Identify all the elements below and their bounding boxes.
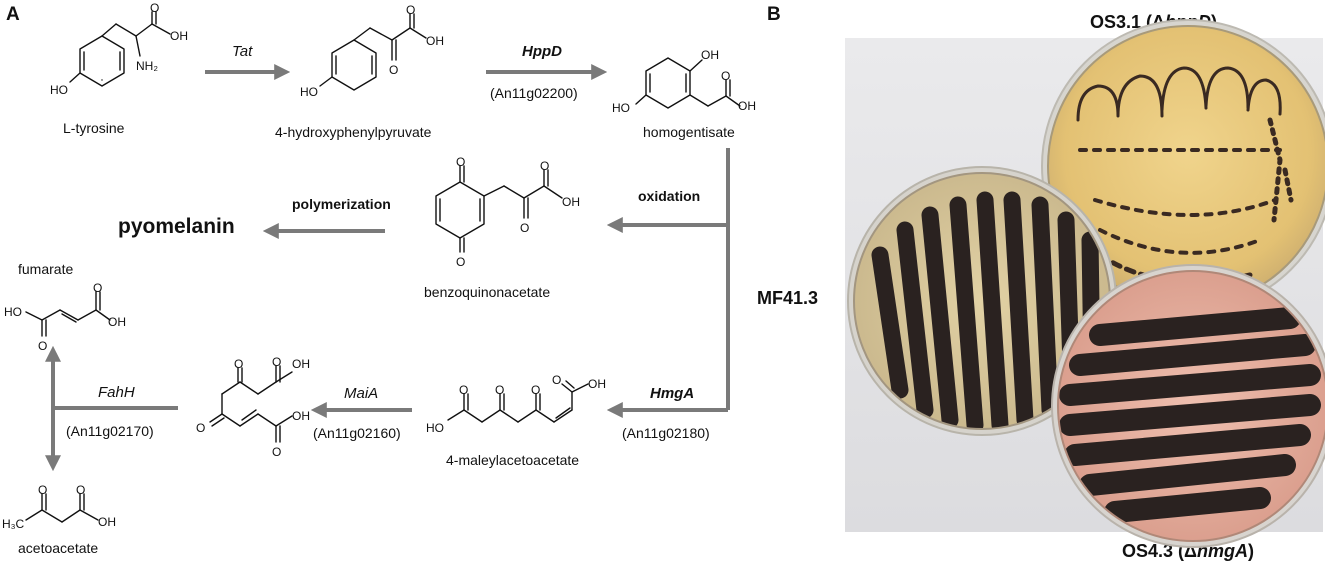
svg-text:HO: HO <box>4 305 22 319</box>
enzyme-hmga: HmgA <box>650 385 694 402</box>
plate-hmga <box>1051 264 1325 548</box>
gene-hmga: (An11g02180) <box>622 425 710 441</box>
compound-benzoquinonacetate: benzoquinonacetate <box>424 284 550 300</box>
compound-fumarate: fumarate <box>18 261 73 277</box>
fumarate-structure: HO O O OH <box>4 281 126 353</box>
svg-text:O: O <box>540 159 549 173</box>
svg-text:OH: OH <box>98 515 116 529</box>
svg-text:O: O <box>520 221 529 235</box>
fumarylacetoacetate-structure: O O OH O O OH <box>196 355 310 459</box>
plates-photo <box>845 19 1325 548</box>
compound-maleylacetoacetate: 4-maleylacetoacetate <box>446 452 579 468</box>
compound-hpp: 4-hydroxyphenylpyruvate <box>275 124 432 140</box>
panel-b-label: B <box>767 4 781 25</box>
gene-maia: (An11g02160) <box>313 425 401 441</box>
svg-text:O: O <box>495 383 504 397</box>
plate-label-left: MF41.3 <box>757 288 818 308</box>
svg-text:OH: OH <box>108 315 126 329</box>
svg-text:O: O <box>406 3 415 17</box>
svg-text:OH: OH <box>588 377 606 391</box>
svg-text:OH: OH <box>170 29 188 43</box>
svg-text:OH: OH <box>738 99 756 113</box>
enzyme-fahh: FahH <box>98 384 135 401</box>
svg-text:O: O <box>234 357 243 371</box>
enzyme-hppd: HppD <box>522 43 562 60</box>
enzyme-tat: Tat <box>232 43 253 60</box>
svg-text:O: O <box>456 155 465 169</box>
svg-text:O: O <box>459 383 468 397</box>
compound-tyrosine: L-tyrosine <box>63 120 125 136</box>
svg-text:NH₂: NH₂ <box>136 59 158 73</box>
benzoquinonacetate-structure: O O O O OH <box>435 155 580 269</box>
homogentisate-structure: OH O OH HO <box>612 48 756 115</box>
plate-hppd <box>1041 19 1325 313</box>
enzyme-polymerization: polymerization <box>292 196 391 212</box>
svg-text:O: O <box>272 445 281 459</box>
svg-text:HO: HO <box>426 421 444 435</box>
tyrosine-structure: O OH NH₂ HO <box>50 1 188 97</box>
enzyme-oxidation: oxidation <box>638 188 700 204</box>
gene-fahh: (An11g02170) <box>66 423 154 439</box>
compound-homogentisate: homogentisate <box>643 124 735 140</box>
svg-text:O: O <box>272 355 281 369</box>
enzyme-maia: MaiA <box>344 385 378 402</box>
svg-text:O: O <box>38 339 47 353</box>
svg-text:O: O <box>93 281 102 295</box>
svg-text:O: O <box>76 483 85 497</box>
svg-text:O: O <box>150 1 159 15</box>
plate-mf41 <box>847 166 1117 436</box>
svg-text:O: O <box>721 69 730 83</box>
maleylacetoacetate-structure: HO O O O O OH <box>426 373 606 435</box>
svg-text:O: O <box>531 383 540 397</box>
svg-text:OH: OH <box>701 48 719 62</box>
svg-text:OH: OH <box>292 357 310 371</box>
svg-text:OH: OH <box>292 409 310 423</box>
svg-text:HO: HO <box>612 101 630 115</box>
hpp-structure: O OH O HO <box>300 3 444 99</box>
svg-text:OH: OH <box>562 195 580 209</box>
svg-text:O: O <box>196 421 205 435</box>
svg-text:HO: HO <box>300 85 318 99</box>
svg-text:H₃C: H₃C <box>2 517 25 531</box>
svg-text:O: O <box>38 483 47 497</box>
svg-text:O: O <box>389 63 398 77</box>
svg-text:O: O <box>552 373 561 387</box>
panel-a-label: A <box>6 4 20 25</box>
svg-text:HO: HO <box>50 83 68 97</box>
compound-acetoacetate: acetoacetate <box>18 540 98 556</box>
gene-hppd: (An11g02200) <box>490 85 578 101</box>
svg-text:OH: OH <box>426 34 444 48</box>
compound-pyomelanin: pyomelanin <box>118 215 235 238</box>
acetoacetate-structure: O O H₃C OH <box>2 483 116 531</box>
svg-text:O: O <box>456 255 465 269</box>
